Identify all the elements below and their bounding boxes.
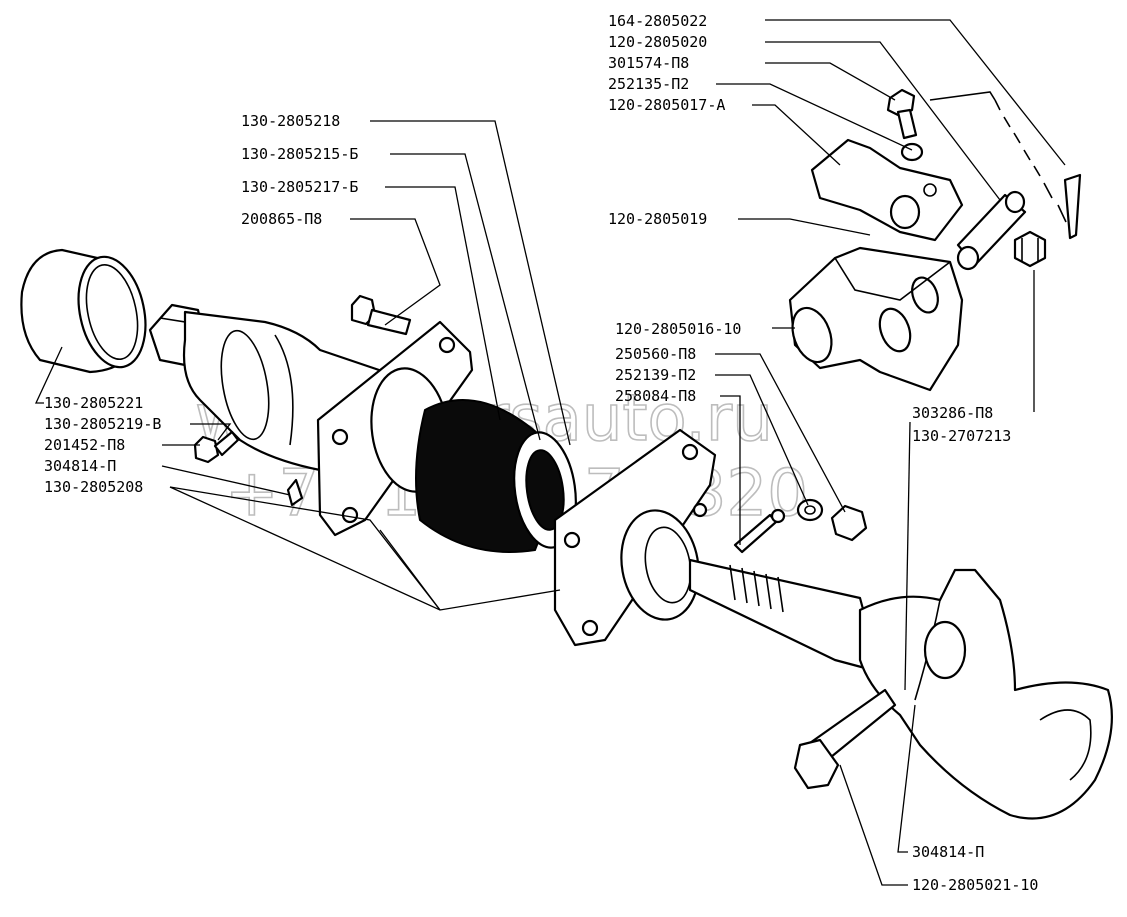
latch-pin-part (793, 688, 897, 790)
bolt-201452-part (193, 430, 240, 464)
label-130-2805219-v: 130-2805219-В (44, 415, 161, 433)
bracket-part (788, 246, 964, 392)
label-120-2805020: 120-2805020 (608, 33, 707, 51)
label-304814-p-left: 304814-П (44, 457, 116, 475)
right-flange-part (553, 428, 717, 647)
label-120-2805021-10: 120-2805021-10 (912, 876, 1038, 894)
leader-lines (34, 19, 1066, 886)
label-258084-p8: 258084-П8 (615, 387, 696, 405)
rubber-buffer-part (370, 367, 577, 553)
label-130-2805218: 130-2805218 (241, 112, 340, 130)
castle-nut-part (1013, 230, 1047, 268)
hook-shaft-part (688, 558, 882, 674)
label-164-2805022: 164-2805022 (608, 12, 707, 30)
label-200865-p8: 200865-П8 (241, 210, 322, 228)
label-252135-p2: 252135-П2 (608, 75, 689, 93)
dust-cap-part (20, 248, 147, 374)
label-130-2707213: 130-2707213 (912, 427, 1011, 445)
label-120-2805016-10: 120-2805016-10 (615, 320, 741, 338)
hook-body-part (858, 568, 1113, 820)
pin-120-2805020-part (956, 190, 1027, 271)
label-304814-p-right: 304814-П (912, 843, 984, 861)
label-120-2805017-a: 120-2805017-А (608, 96, 725, 114)
label-130-2805221: 130-2805221 (44, 394, 143, 412)
bolt-200865-part (350, 294, 412, 336)
label-303286-p8: 303286-П8 (912, 404, 993, 422)
nut-250560-part (830, 504, 868, 542)
latch-part (810, 138, 964, 242)
label-250560-p8: 250560-П8 (615, 345, 696, 363)
bolt-301574-part (886, 88, 918, 140)
part-labels: 164-2805022 120-2805020 301574-П8 252135… (44, 12, 1038, 894)
label-301574-p8: 301574-П8 (608, 54, 689, 72)
label-201452-p8: 201452-П8 (44, 436, 125, 454)
label-130-2805215-b: 130-2805215-Б (241, 145, 358, 163)
label-130-2805217-b: 130-2805217-Б (241, 178, 358, 196)
washer-252139-part (796, 498, 824, 522)
label-252139-p2: 252139-П2 (615, 366, 696, 384)
screw-304814-left-part (286, 478, 304, 507)
bolt-258084-part (733, 508, 786, 554)
chain-part (929, 91, 1082, 240)
label-130-2805208: 130-2805208 (44, 478, 143, 496)
label-120-2805019: 120-2805019 (608, 210, 707, 228)
